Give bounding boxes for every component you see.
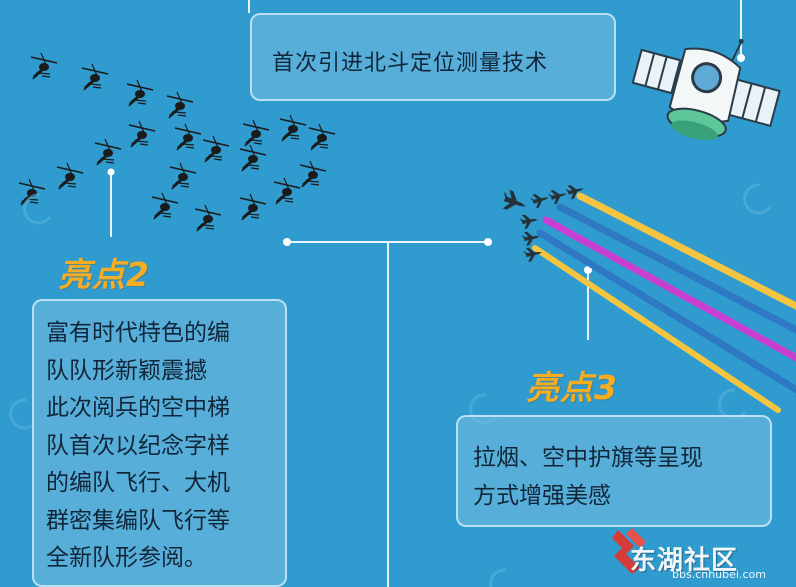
satellite-icon xyxy=(631,38,781,141)
helicopter-icon xyxy=(174,123,202,151)
highlight-3-line: 拉烟、空中护旗等呈现 xyxy=(473,445,703,471)
highlight-2-line: 的编队飞行、大机 xyxy=(46,470,230,496)
helicopter-icon xyxy=(166,91,194,119)
fighter-jet-icon xyxy=(529,190,551,210)
helicopter-icon xyxy=(273,177,301,205)
highlight-2-label: 亮点2 xyxy=(58,255,150,294)
highlight-3-card: 拉烟、空中护旗等呈现 方式增强美感 xyxy=(456,415,772,527)
highlight-2-card: 富有时代特色的编 队队形新颖震撼 此次阅兵的空中梯 队首次以纪念字样 的编队飞行… xyxy=(32,299,287,587)
helicopter-icon xyxy=(242,119,270,147)
highlight-2-line: 队首次以纪念字样 xyxy=(46,432,230,459)
helicopter-icon xyxy=(299,160,327,188)
helicopter-icon xyxy=(56,162,84,190)
helicopter-icon xyxy=(81,63,109,91)
helicopter-icon xyxy=(308,123,336,151)
highlight-2-line: 富有时代特色的编 xyxy=(46,320,230,346)
helicopter-icon xyxy=(30,52,58,80)
highlight-1-text: 首次引进北斗定位测量技术 xyxy=(272,51,549,76)
highlight-1-card: 首次引进北斗定位测量技术 xyxy=(250,13,616,101)
logo-icon xyxy=(612,528,646,574)
helicopter-icon xyxy=(239,193,267,221)
highlight-2-line: 队队形新颖震撼 xyxy=(46,357,207,384)
helicopter-icon xyxy=(169,162,197,190)
helicopter-icon xyxy=(151,192,179,220)
helicopter-icon xyxy=(94,138,122,166)
helicopter-icon xyxy=(194,204,222,232)
fighter-jet-icon xyxy=(498,188,530,216)
highlight-2-line: 群密集编队飞行等 xyxy=(46,507,230,534)
highlight-2-line: 此次阅兵的空中梯 xyxy=(46,395,230,421)
smoke-trails xyxy=(532,192,796,413)
helicopter-icon xyxy=(239,144,267,172)
helicopter-icon xyxy=(202,135,230,163)
connector-lines xyxy=(107,0,745,587)
helicopter-icon xyxy=(279,114,307,142)
highlight-3-label: 亮点3 xyxy=(526,368,618,407)
helicopter-icon xyxy=(128,120,156,148)
watermark-url: bbs.cnhubei.com xyxy=(672,568,766,581)
helicopter-icon xyxy=(18,178,46,206)
fighter-jet-icon xyxy=(547,186,569,206)
highlight-3-line: 方式增强美感 xyxy=(473,483,611,509)
highlight-2-line: 全新队形参阅。 xyxy=(46,545,207,571)
helicopter-icon xyxy=(126,79,154,107)
fighter-jet-icon xyxy=(518,212,540,230)
watermark-name: 东湖社区 xyxy=(630,546,739,576)
